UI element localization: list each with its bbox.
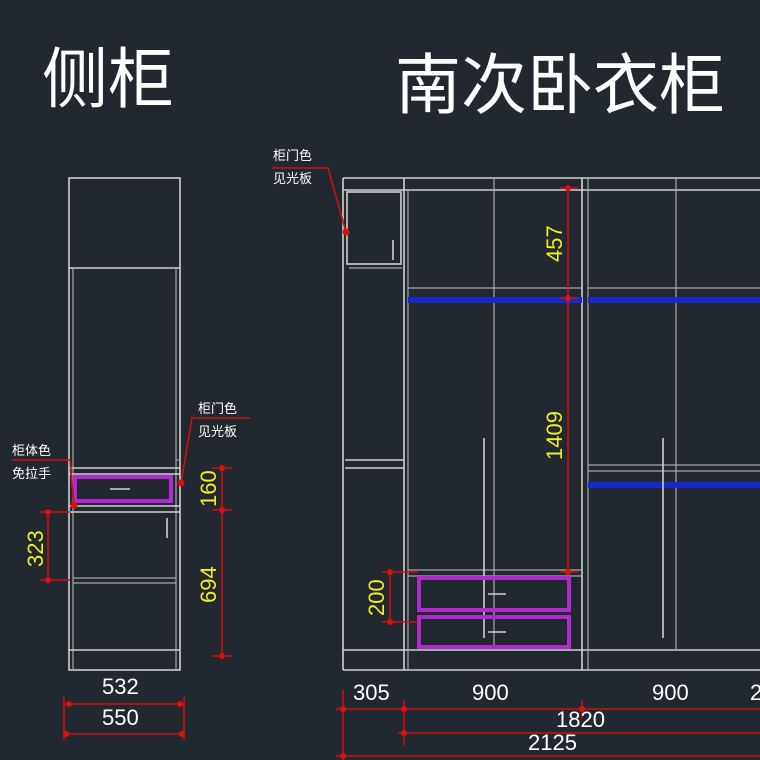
leader-body-color (12, 459, 75, 506)
note-no-handle: 免拉手 (12, 467, 51, 482)
leader-dot-side-left (70, 501, 78, 509)
dim-tick (401, 706, 407, 712)
side-cabinet (68, 177, 181, 671)
dim-tick (387, 619, 393, 625)
note-visible-panel-side: 见光板 (198, 425, 237, 440)
dim-tick (219, 507, 225, 513)
leader-door-color-side (180, 417, 250, 484)
side-drawer-front (73, 475, 173, 503)
wardrobe-dimensions: 457 1409 200 305 900 900 2 1820 2125 (336, 185, 760, 760)
dim-tick (179, 731, 185, 737)
dim-tick (387, 569, 393, 575)
dim-text-200: 200 (364, 579, 389, 616)
side-dimensions: 323 160 694 532 550 (23, 465, 232, 740)
dim-text-2125: 2125 (528, 730, 577, 755)
dim-text-1409: 1409 (542, 411, 567, 460)
wardrobe (342, 177, 760, 671)
dim-tick (66, 701, 72, 707)
dim-tick (565, 185, 571, 191)
side-cabinet-title: 侧柜 (42, 41, 174, 118)
dim-text-160: 160 (196, 470, 221, 507)
dim-text-900-b: 900 (652, 680, 689, 705)
dim-text-323: 323 (23, 530, 48, 567)
note-door-color-wardrobe: 柜门色 (273, 148, 312, 164)
dim-tick (565, 295, 571, 301)
dim-tick (401, 730, 407, 736)
dim-tick (340, 706, 346, 712)
leader-door-color-wardrobe (272, 167, 347, 233)
dim-text-550: 550 (102, 705, 139, 730)
dim-tick (340, 753, 346, 759)
dim-tick (177, 701, 183, 707)
leader-dot-side-right (177, 479, 185, 487)
wardrobe-title: 南次卧衣柜 (395, 47, 725, 124)
note-door-color-side: 柜门色 (198, 401, 237, 417)
dim-text-694: 694 (196, 566, 221, 603)
dim-tick (565, 569, 571, 575)
wardrobe-annotations: 柜门色 见光板 (272, 148, 350, 236)
leader-dot-wardrobe (342, 228, 350, 236)
dim-text-1820: 1820 (556, 707, 605, 732)
dim-tick (45, 509, 51, 515)
dim-tick (579, 706, 585, 712)
side-annotations: 柜门色 见光板 柜体色 免拉手 (12, 401, 250, 509)
dim-tick (63, 731, 69, 737)
dim-text-305: 305 (353, 680, 390, 705)
note-body-color: 柜体色 (12, 443, 51, 459)
dim-tick (219, 653, 225, 659)
dim-text-2-partial: 2 (750, 680, 760, 705)
dim-text-457: 457 (542, 225, 567, 262)
note-visible-panel-wardrobe: 见光板 (273, 172, 312, 187)
dim-tick (219, 465, 225, 471)
dim-tick (45, 577, 51, 583)
dim-text-532: 532 (102, 674, 139, 699)
side-cabinet-outline (68, 177, 181, 671)
open-cubby (346, 191, 402, 265)
drawer-lower (417, 615, 571, 649)
drawer-upper (417, 576, 571, 612)
dim-text-900-a: 900 (472, 680, 509, 705)
